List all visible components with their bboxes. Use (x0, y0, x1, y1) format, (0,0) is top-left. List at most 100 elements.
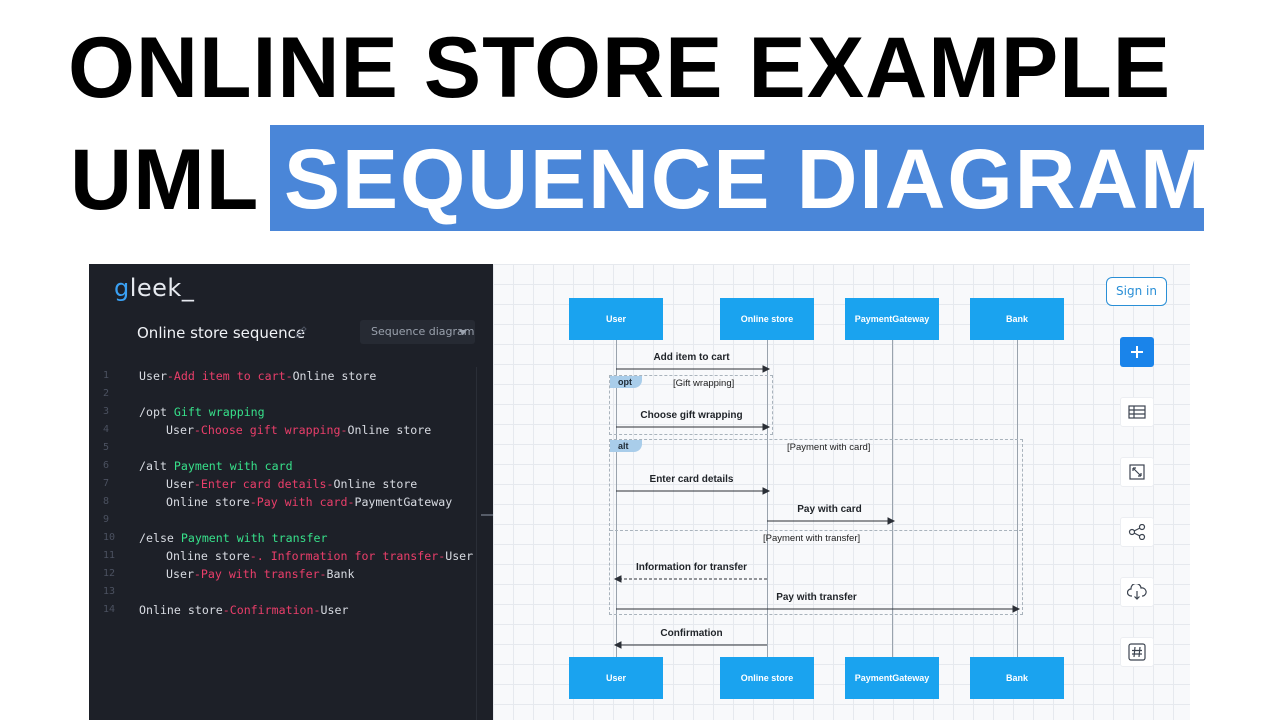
line-text: /else Payment with transfer (139, 529, 327, 547)
banner-uml-label: UML (70, 132, 260, 228)
sign-in-button[interactable]: Sign in (1106, 277, 1167, 306)
actor-user-top[interactable]: User (569, 298, 663, 340)
line-text: /alt Payment with card (139, 457, 293, 475)
message-token: -Choose gift wrapping- (193, 423, 348, 437)
participant-token: PaymentGateway (354, 495, 453, 509)
lifeline-user (616, 306, 617, 658)
banner-highlight: SEQUENCE DIAGRAM (270, 125, 1210, 231)
participant-token: /opt (139, 405, 174, 419)
participant-token: User (166, 423, 194, 437)
participant-token: User (166, 567, 194, 581)
lifeline-bank (1017, 306, 1018, 658)
participant-token: Online store (292, 369, 377, 383)
line-number: 14 (103, 604, 116, 615)
editor-gutter-divider (476, 367, 477, 720)
message-token: -Pay with transfer- (193, 567, 327, 581)
guard-token: Gift wrapping (173, 405, 265, 419)
else-separator (610, 530, 1022, 531)
fullscreen-button[interactable] (1120, 457, 1154, 487)
actor-payment-gateway-top[interactable]: PaymentGateway (845, 298, 939, 340)
participant-token: /else (139, 531, 181, 545)
msg-choose-gift-wrapping: Choose gift wrapping (640, 410, 743, 421)
gleek-app: gleek_ Online store sequence Sequence di… (89, 264, 1190, 720)
line-text: Online store-Pay with card-PaymentGatewa… (166, 493, 452, 511)
share-button[interactable] (1120, 517, 1154, 547)
add-button[interactable] (1120, 337, 1154, 367)
line-text: User-Enter card details-Online store (166, 475, 417, 493)
gleek-logo[interactable]: gleek_ (114, 274, 194, 302)
line-number: 11 (103, 550, 116, 561)
participant-token: /alt (139, 459, 174, 473)
actor-online-store-top[interactable]: Online store (720, 298, 814, 340)
logo-text: leek_ (129, 274, 195, 302)
message-token: -Confirmation- (222, 603, 321, 617)
line-number: 4 (103, 424, 110, 435)
participant-token: User (166, 477, 194, 491)
table-button[interactable] (1120, 397, 1154, 427)
plus-icon (1131, 346, 1143, 358)
line-number: 3 (103, 406, 110, 417)
guard-token: Payment with card (173, 459, 293, 473)
logo-g: g (114, 274, 130, 302)
participant-token: User (445, 549, 474, 563)
line-text: User-Add item to cart-Online store (139, 367, 376, 385)
opt-tag: opt (610, 376, 642, 388)
expand-icon (1129, 464, 1145, 480)
participant-token: User (320, 603, 349, 617)
msg-confirmation: Confirmation (660, 628, 723, 639)
participant-token: Online store (166, 549, 250, 563)
line-text: User-Pay with transfer-Bank (166, 565, 354, 583)
line-text: /opt Gift wrapping (139, 403, 265, 421)
diagram-canvas[interactable]: opt [Gift wrapping] alt [Payment with ca… (493, 264, 1190, 720)
alt-tag: alt (610, 440, 642, 452)
pencil-icon[interactable] (294, 325, 308, 339)
line-text: Online store-. Information for transfer-… (166, 547, 473, 565)
opt-fragment (609, 375, 773, 435)
line-number: 13 (103, 586, 116, 597)
banner-highlight-text: SEQUENCE DIAGRAM (284, 132, 1213, 226)
opt-guard: [Gift wrapping] (673, 378, 735, 389)
line-number: 6 (103, 460, 110, 471)
line-number: 5 (103, 442, 110, 453)
share-icon (1128, 524, 1146, 540)
line-number: 7 (103, 478, 110, 489)
line-number: 8 (103, 496, 110, 507)
diagram-type-value: Sequence diagram (371, 325, 475, 338)
line-text: Online store-Confirmation-User (139, 601, 348, 619)
msg-pay-with-card: Pay with card (797, 504, 862, 515)
participant-token: User (139, 369, 167, 383)
document-title[interactable]: Online store sequence (137, 324, 306, 342)
actor-user-bottom[interactable]: User (569, 657, 663, 699)
msg-pay-with-transfer: Pay with transfer (776, 592, 857, 603)
actor-bank-top[interactable]: Bank (970, 298, 1064, 340)
participant-token: Online store (139, 603, 223, 617)
line-number: 1 (103, 370, 110, 381)
message-token: -Pay with card- (249, 495, 355, 509)
msg-information-for-transfer: Information for transfer (635, 562, 748, 573)
message-token: -Enter card details- (193, 477, 334, 491)
participant-token: Online store (347, 423, 432, 437)
download-button[interactable] (1120, 577, 1154, 607)
guard-token: Payment with transfer (180, 531, 328, 545)
banner-title-line1: ONLINE STORE EXAMPLE (68, 20, 1172, 116)
else-guard: [Payment with transfer] (763, 533, 861, 544)
hash-icon (1128, 643, 1146, 661)
line-number: 12 (103, 568, 116, 579)
line-number: 2 (103, 388, 110, 399)
actor-payment-gateway-bottom[interactable]: PaymentGateway (845, 657, 939, 699)
alt-guard: [Payment with card] (787, 442, 871, 453)
diagram-type-select[interactable]: Sequence diagram (360, 320, 475, 344)
editor-scrollbar-handle[interactable] (481, 514, 493, 516)
line-number: 9 (103, 514, 110, 525)
line-number: 10 (103, 532, 116, 543)
message-arrows (613, 365, 1021, 649)
table-icon (1128, 405, 1146, 419)
msg-add-item-to-cart: Add item to cart (653, 352, 730, 363)
markdown-button[interactable] (1120, 637, 1154, 667)
code-editor-pane: gleek_ Online store sequence Sequence di… (89, 264, 493, 720)
cloud-download-icon (1127, 584, 1147, 600)
actor-bank-bottom[interactable]: Bank (970, 657, 1064, 699)
message-token: -. Information for transfer- (249, 549, 446, 563)
line-text: User-Choose gift wrapping-Online store (166, 421, 431, 439)
actor-online-store-bottom[interactable]: Online store (720, 657, 814, 699)
